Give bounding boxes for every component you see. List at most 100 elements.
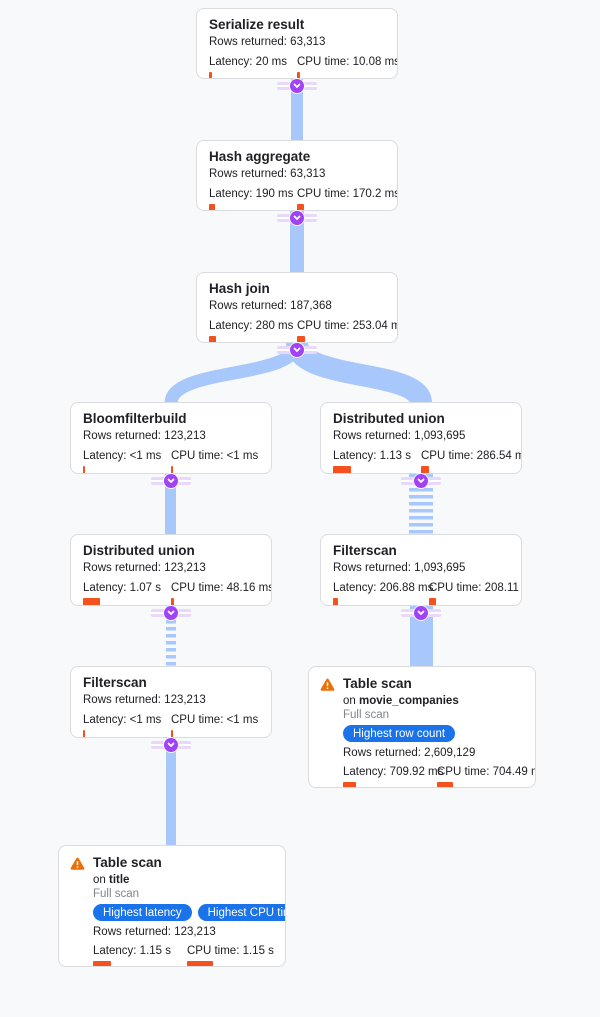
chevron-down-icon bbox=[417, 610, 425, 615]
cpu-time-bar bbox=[171, 466, 173, 473]
warning-icon bbox=[70, 857, 85, 875]
cpu-time-label: CPU time: <1 ms bbox=[171, 450, 259, 462]
rows-returned: Rows returned: 1,093,695 bbox=[333, 430, 466, 442]
cpu-time-bar bbox=[297, 72, 300, 78]
chevron-down-icon bbox=[293, 215, 301, 220]
status-badge-highest-cpu-time: Highest CPU time bbox=[197, 904, 285, 921]
latency-bar bbox=[83, 466, 85, 473]
latency-label: Latency: 1.15 s bbox=[93, 945, 171, 957]
cpu-time-label: CPU time: <1 ms bbox=[171, 714, 259, 726]
status-badge-highest-row-count: Highest row count bbox=[343, 725, 456, 742]
cpu-time-label: CPU time: 170.2 ms bbox=[297, 188, 398, 200]
cpu-time-label: CPU time: 10.08 ms bbox=[297, 56, 398, 68]
plan-node-hash-join[interactable]: Hash join Rows returned: 187,368 Latency… bbox=[196, 272, 398, 343]
latency-bar bbox=[83, 598, 100, 605]
plan-node-table-scan-movie-companies[interactable]: Table scan on movie_companies Full scan … bbox=[308, 666, 536, 788]
latency-label: Latency: 1.07 s bbox=[83, 582, 161, 594]
collapse-button-distributed-union-right[interactable] bbox=[414, 474, 428, 488]
scan-type: Full scan bbox=[93, 888, 140, 900]
table-reference: on movie_companies bbox=[343, 695, 459, 707]
node-title: Filterscan bbox=[83, 675, 147, 690]
latency-label: Latency: 709.92 ms bbox=[343, 766, 444, 778]
rows-returned: Rows returned: 123,213 bbox=[83, 694, 206, 706]
plan-node-hash-aggregate[interactable]: Hash aggregate Rows returned: 63,313 Lat… bbox=[196, 140, 398, 211]
cpu-time-bar bbox=[297, 336, 305, 342]
cpu-time-label: CPU time: 208.11 ms bbox=[429, 582, 521, 594]
rows-returned: Rows returned: 63,313 bbox=[209, 36, 326, 48]
latency-bar bbox=[209, 204, 215, 210]
node-title: Hash join bbox=[209, 281, 270, 296]
latency-label: Latency: <1 ms bbox=[83, 450, 162, 462]
table-name: title bbox=[109, 874, 130, 886]
cpu-time-bar bbox=[297, 204, 304, 210]
collapse-button-hash-join[interactable] bbox=[290, 343, 304, 357]
latency-label: Latency: 1.13 s bbox=[333, 450, 411, 462]
cpu-time-label: CPU time: 1.15 s bbox=[187, 945, 274, 957]
node-title: Bloomfilterbuild bbox=[83, 411, 187, 426]
latency-bar bbox=[83, 730, 85, 737]
plan-node-bloomfilterbuild[interactable]: Bloomfilterbuild Rows returned: 123,213 … bbox=[70, 402, 272, 474]
node-title: Filterscan bbox=[333, 543, 397, 558]
node-title: Distributed union bbox=[333, 411, 445, 426]
cpu-time-bar bbox=[421, 466, 429, 473]
plan-node-distributed-union-left[interactable]: Distributed union Rows returned: 123,213… bbox=[70, 534, 272, 606]
warning-icon bbox=[320, 678, 335, 696]
chevron-down-icon bbox=[167, 610, 175, 615]
latency-bar bbox=[209, 72, 212, 78]
table-name: movie_companies bbox=[359, 695, 459, 707]
latency-label: Latency: 206.88 ms bbox=[333, 582, 434, 594]
node-title: Serialize result bbox=[209, 17, 305, 32]
latency-bar bbox=[343, 782, 356, 787]
latency-label: Latency: <1 ms bbox=[83, 714, 162, 726]
cpu-time-bar bbox=[429, 598, 436, 605]
collapse-button-filterscan-left[interactable] bbox=[164, 738, 178, 752]
plan-node-filterscan-right[interactable]: Filterscan Rows returned: 1,093,695 Late… bbox=[320, 534, 522, 606]
plan-node-serialize-result[interactable]: Serialize result Rows returned: 63,313 L… bbox=[196, 8, 398, 79]
plan-node-distributed-union-right[interactable]: Distributed union Rows returned: 1,093,6… bbox=[320, 402, 522, 474]
node-title: Distributed union bbox=[83, 543, 195, 558]
node-title: Table scan bbox=[343, 676, 412, 691]
collapse-button-bloomfilterbuild[interactable] bbox=[164, 474, 178, 488]
cpu-time-label: CPU time: 253.04 ms bbox=[297, 320, 398, 332]
cpu-time-bar bbox=[171, 598, 174, 605]
rows-returned: Rows returned: 63,313 bbox=[209, 168, 326, 180]
plan-node-filterscan-left[interactable]: Filterscan Rows returned: 123,213 Latenc… bbox=[70, 666, 272, 738]
chevron-down-icon bbox=[293, 83, 301, 88]
collapse-button-filterscan-right[interactable] bbox=[414, 606, 428, 620]
cpu-time-bar bbox=[187, 961, 213, 966]
status-badge-highest-latency: Highest latency bbox=[93, 904, 192, 921]
rows-returned: Rows returned: 1,093,695 bbox=[333, 562, 466, 574]
edge-filterscan-to-table-scan-right bbox=[410, 606, 433, 667]
collapse-button-distributed-union-left[interactable] bbox=[164, 606, 178, 620]
latency-bar bbox=[209, 336, 216, 342]
chevron-down-icon bbox=[167, 742, 175, 747]
latency-label: Latency: 280 ms bbox=[209, 320, 294, 332]
cpu-time-bar bbox=[171, 730, 173, 737]
latency-bar bbox=[93, 961, 111, 966]
latency-label: Latency: 190 ms bbox=[209, 188, 294, 200]
table-reference: on title bbox=[93, 874, 130, 886]
cpu-time-label: CPU time: 48.16 ms bbox=[171, 582, 272, 594]
latency-label: Latency: 20 ms bbox=[209, 56, 287, 68]
rows-returned: Rows returned: 2,609,129 bbox=[343, 747, 476, 759]
node-title: Table scan bbox=[93, 855, 162, 870]
rows-returned: Rows returned: 123,213 bbox=[83, 430, 206, 442]
edge-distributed-union-to-filterscan-left bbox=[166, 606, 176, 667]
scan-type: Full scan bbox=[343, 709, 390, 721]
node-title: Hash aggregate bbox=[209, 149, 311, 164]
collapse-button-hash-aggregate[interactable] bbox=[290, 211, 304, 225]
cpu-time-label: CPU time: 286.54 ms bbox=[421, 450, 522, 462]
edge-bloomfilterbuild-to-distributed-union bbox=[165, 474, 176, 535]
chevron-down-icon bbox=[167, 478, 175, 483]
rows-returned: Rows returned: 123,213 bbox=[93, 926, 216, 938]
collapse-button-serialize[interactable] bbox=[290, 79, 304, 93]
plan-node-table-scan-title[interactable]: Table scan on title Full scan Highest la… bbox=[58, 845, 286, 967]
latency-bar bbox=[333, 466, 351, 473]
edge-filterscan-to-table-scan-left bbox=[166, 738, 176, 846]
cpu-time-bar bbox=[437, 782, 453, 787]
rows-returned: Rows returned: 123,213 bbox=[83, 562, 206, 574]
chevron-down-icon bbox=[417, 478, 425, 483]
rows-returned: Rows returned: 187,368 bbox=[209, 300, 332, 312]
cpu-time-label: CPU time: 704.49 ms bbox=[437, 766, 536, 778]
